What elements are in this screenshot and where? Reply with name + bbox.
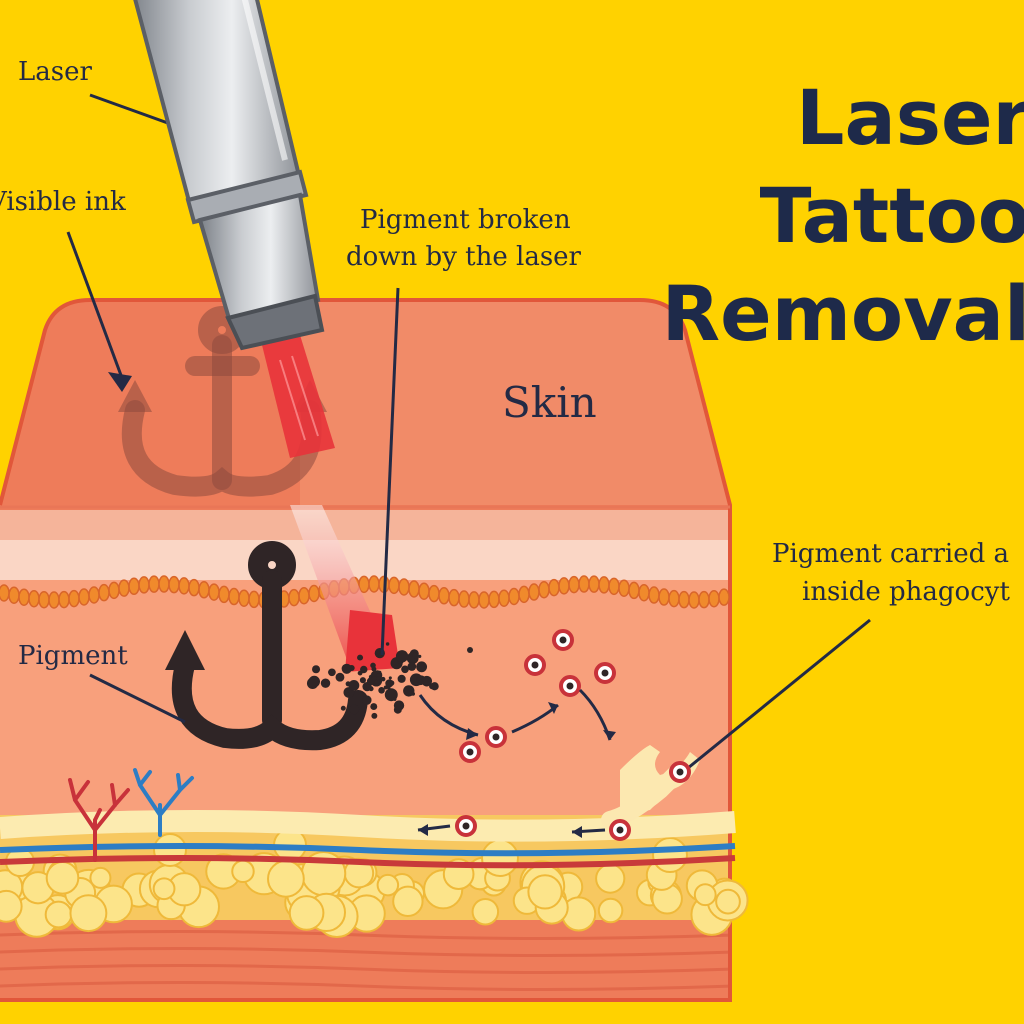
phagocyte-cells bbox=[455, 629, 631, 841]
basal-cell-layer bbox=[0, 575, 730, 609]
title-line-3: Removal bbox=[661, 269, 1024, 358]
label-pigment-carried-1: Pigment carried a bbox=[772, 539, 1009, 569]
label-pigment-carried-2: inside phagocyt bbox=[802, 577, 1010, 607]
anchor-tattoo-icon-visible bbox=[121, 306, 322, 497]
title-line-1: Laser bbox=[796, 73, 1024, 162]
label-visible-ink: Visible ink bbox=[0, 187, 126, 217]
skin-block bbox=[0, 300, 730, 1000]
laser-beam-upper bbox=[262, 335, 335, 458]
blood-vessel-icon bbox=[68, 768, 194, 862]
broken-pigment-particles bbox=[306, 642, 473, 719]
label-pigment-broken-2: down by the laser bbox=[346, 242, 581, 272]
anchor-tattoo-icon-pigment bbox=[171, 541, 368, 751]
label-pigment-broken-1: Pigment broken bbox=[360, 205, 571, 235]
label-skin: Skin bbox=[502, 378, 597, 427]
label-pigment: Pigment bbox=[18, 641, 128, 671]
title-line-2: Tattoo bbox=[759, 171, 1024, 260]
laser-pen-icon[interactable] bbox=[130, 0, 335, 458]
epidermis bbox=[0, 510, 730, 542]
label-laser: Laser bbox=[18, 57, 92, 87]
